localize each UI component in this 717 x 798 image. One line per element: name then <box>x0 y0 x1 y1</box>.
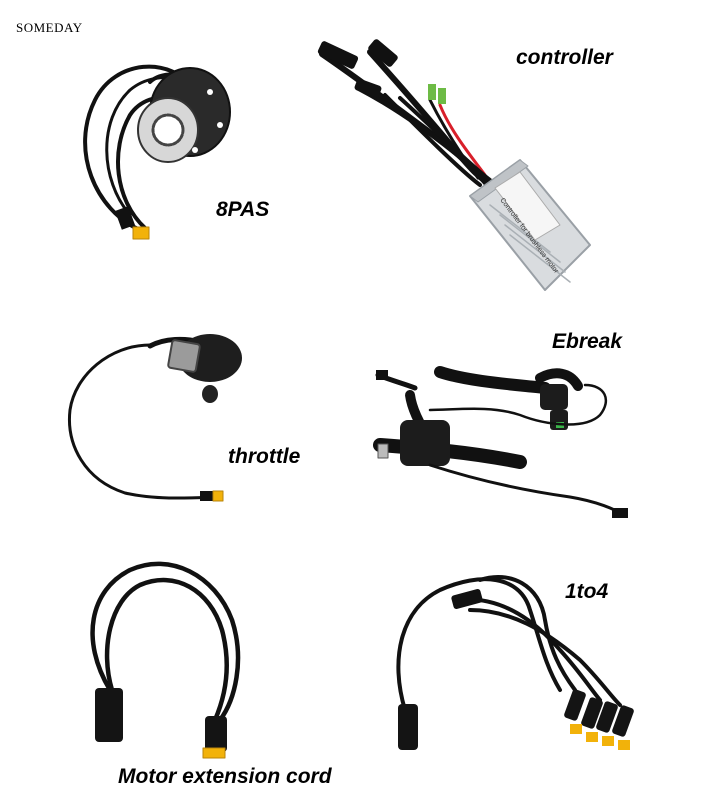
splitter-cable-icon <box>396 574 634 750</box>
label-ebreak: Ebreak <box>552 330 623 353</box>
throttle-icon <box>67 334 242 502</box>
label-throttle: throttle <box>228 445 301 468</box>
brake-lever-icon <box>373 366 628 518</box>
label-motor-extension: Motor extension cord <box>118 765 332 788</box>
label-1to4: 1to4 <box>565 580 609 603</box>
label-8pas: 8PAS <box>216 198 270 221</box>
label-controller: controller <box>516 46 613 69</box>
pas-sensor-icon <box>83 64 231 240</box>
watermark: SOMEDAY <box>16 20 83 35</box>
controller-box-icon <box>317 39 591 291</box>
extension-cable-icon <box>90 561 241 759</box>
